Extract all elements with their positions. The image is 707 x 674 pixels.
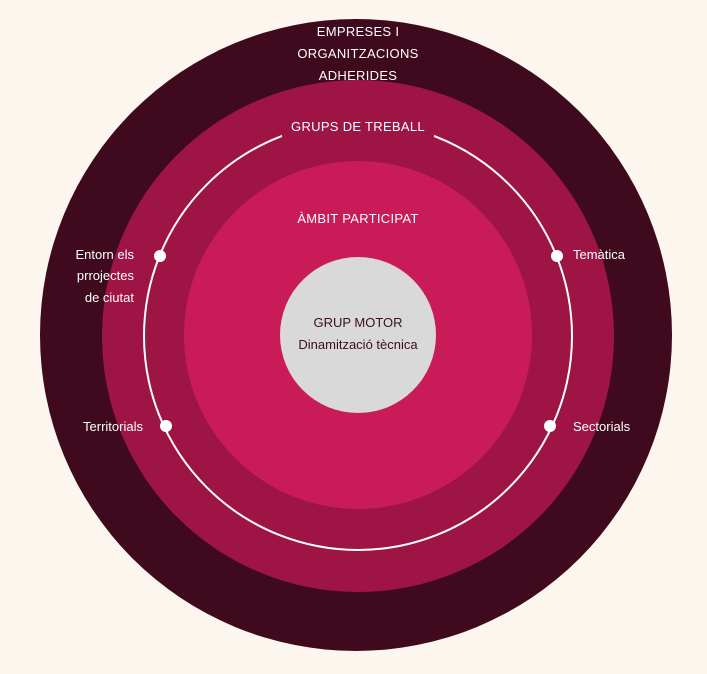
orbit-label-gap — [282, 114, 434, 138]
orbit-dot-top-left — [154, 250, 166, 262]
work-group-top-right-label: Temàtica — [573, 247, 626, 262]
core-group-circle — [280, 257, 436, 413]
core-group-label: GRUP MOTOR — [313, 315, 402, 330]
core-group-sublabel: Dinamització tècnica — [298, 337, 418, 352]
outer-ring-label-line-1: EMPRESES I — [317, 24, 399, 39]
orbit-dot-bottom-right — [544, 420, 556, 432]
work-groups-label: GRUPS DE TREBALL — [291, 119, 425, 134]
work-group-top-left-line-2: prrojectes — [77, 268, 135, 283]
outer-ring-label-line-3: ADHERIDES — [319, 68, 398, 83]
work-group-top-left-line-1: Entorn els — [75, 247, 134, 262]
orbit-dot-bottom-left — [160, 420, 172, 432]
participated-area-label: ÀMBIT PARTICIPAT — [297, 211, 418, 226]
work-group-bottom-left-label: Territorials — [83, 419, 143, 434]
orbit-dot-top-right — [551, 250, 563, 262]
work-group-bottom-right-label: Sectorials — [573, 419, 631, 434]
outer-ring-label-line-2: ORGANITZACIONS — [297, 46, 418, 61]
work-group-top-left-line-3: de ciutat — [85, 290, 135, 305]
